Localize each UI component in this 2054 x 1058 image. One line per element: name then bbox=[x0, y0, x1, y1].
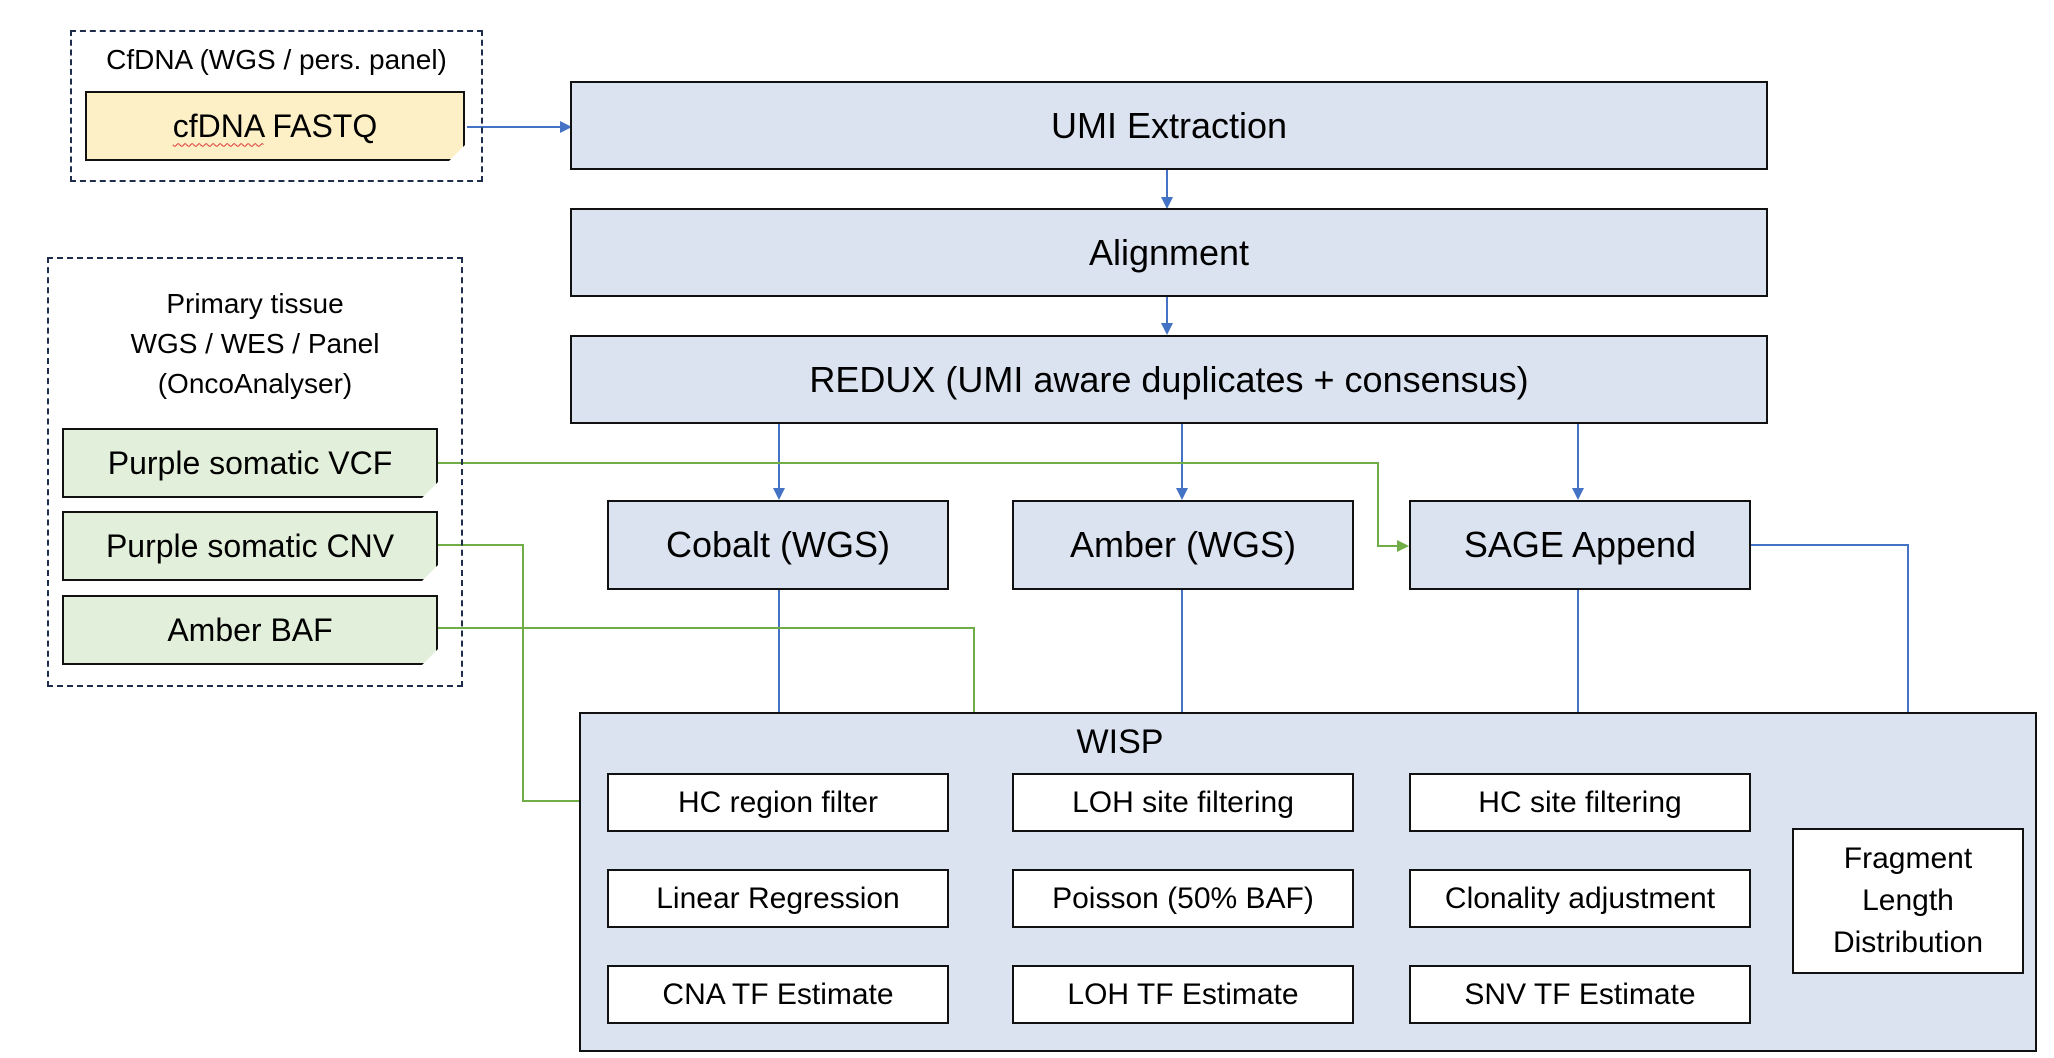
cna-hc-region-filter[interactable]: HC region filter bbox=[607, 773, 949, 832]
cfdna-fastq-label: cfDNA FASTQ bbox=[172, 107, 378, 144]
fragment-label-line3: Distribution bbox=[1832, 926, 1984, 959]
cna-tf-estimate-label: CNA TF Estimate bbox=[662, 977, 894, 1011]
snv-hc-site-filtering-label: HC site filtering bbox=[1478, 785, 1682, 819]
tool-sage-append[interactable]: SAGE Append bbox=[1409, 500, 1751, 590]
input-amber-baf-label: Amber BAF bbox=[167, 611, 333, 648]
loh-poisson-label: Poisson (50% BAF) bbox=[1052, 881, 1314, 915]
loh-tf-estimate[interactable]: LOH TF Estimate bbox=[1012, 965, 1354, 1024]
cfdna-group bbox=[70, 30, 483, 182]
cna-tf-estimate[interactable]: CNA TF Estimate bbox=[607, 965, 949, 1024]
step-redux[interactable]: REDUX (UMI aware duplicates + consensus) bbox=[570, 335, 1768, 424]
step-umi-extraction-label: UMI Extraction bbox=[1050, 104, 1288, 146]
tissue-group-title-line1: Primary tissue bbox=[166, 288, 344, 319]
cfdna-fastq-file[interactable]: cfDNA FASTQ bbox=[85, 91, 465, 161]
input-purple-somatic-vcf[interactable]: Purple somatic VCF bbox=[62, 428, 438, 498]
snv-tf-estimate[interactable]: SNV TF Estimate bbox=[1409, 965, 1751, 1024]
tool-cobalt[interactable]: Cobalt (WGS) bbox=[607, 500, 949, 590]
tool-amber-label: Amber (WGS) bbox=[1069, 524, 1296, 565]
wisp-title: WISP bbox=[1076, 723, 1164, 761]
loh-site-filtering[interactable]: LOH site filtering bbox=[1012, 773, 1354, 832]
snv-clonality-adjustment[interactable]: Clonality adjustment bbox=[1409, 869, 1751, 928]
cna-linear-regression[interactable]: Linear Regression bbox=[607, 869, 949, 928]
cna-linear-regression-label: Linear Regression bbox=[656, 881, 900, 915]
loh-tf-estimate-label: LOH TF Estimate bbox=[1067, 977, 1299, 1011]
snv-hc-site-filtering[interactable]: HC site filtering bbox=[1409, 773, 1751, 832]
fragment-label-line1: Fragment bbox=[1843, 842, 1973, 875]
step-alignment-label: Alignment bbox=[1088, 231, 1250, 273]
fragment-length-distribution[interactable]: Fragment Length Distribution bbox=[1792, 828, 2024, 974]
tool-cobalt-label: Cobalt (WGS) bbox=[665, 524, 891, 565]
step-alignment[interactable]: Alignment bbox=[570, 208, 1768, 297]
cfdna-group-title: CfDNA (WGS / pers. panel) bbox=[106, 44, 447, 75]
fragment-label-line2: Length bbox=[1862, 884, 1954, 917]
tool-sage-append-label: SAGE Append bbox=[1463, 524, 1697, 565]
input-purple-somatic-cnv[interactable]: Purple somatic CNV bbox=[62, 511, 438, 581]
loh-site-filtering-label: LOH site filtering bbox=[1072, 785, 1294, 819]
loh-poisson[interactable]: Poisson (50% BAF) bbox=[1012, 869, 1354, 928]
snv-tf-estimate-label: SNV TF Estimate bbox=[1464, 977, 1696, 1011]
snv-clonality-adjustment-label: Clonality adjustment bbox=[1444, 881, 1716, 915]
step-umi-extraction[interactable]: UMI Extraction bbox=[570, 81, 1768, 170]
tissue-group-title-line2: WGS / WES / Panel bbox=[130, 328, 380, 359]
tissue-group-title-line3: (OncoAnalyser) bbox=[157, 368, 353, 399]
input-purple-somatic-vcf-label: Purple somatic VCF bbox=[107, 444, 393, 481]
input-amber-baf[interactable]: Amber BAF bbox=[62, 595, 438, 665]
tissue-group bbox=[47, 257, 463, 687]
cna-hc-region-filter-label: HC region filter bbox=[677, 785, 879, 819]
input-purple-somatic-cnv-label: Purple somatic CNV bbox=[105, 527, 395, 564]
tool-amber[interactable]: Amber (WGS) bbox=[1012, 500, 1354, 590]
step-redux-label: REDUX (UMI aware duplicates + consensus) bbox=[809, 358, 1529, 400]
